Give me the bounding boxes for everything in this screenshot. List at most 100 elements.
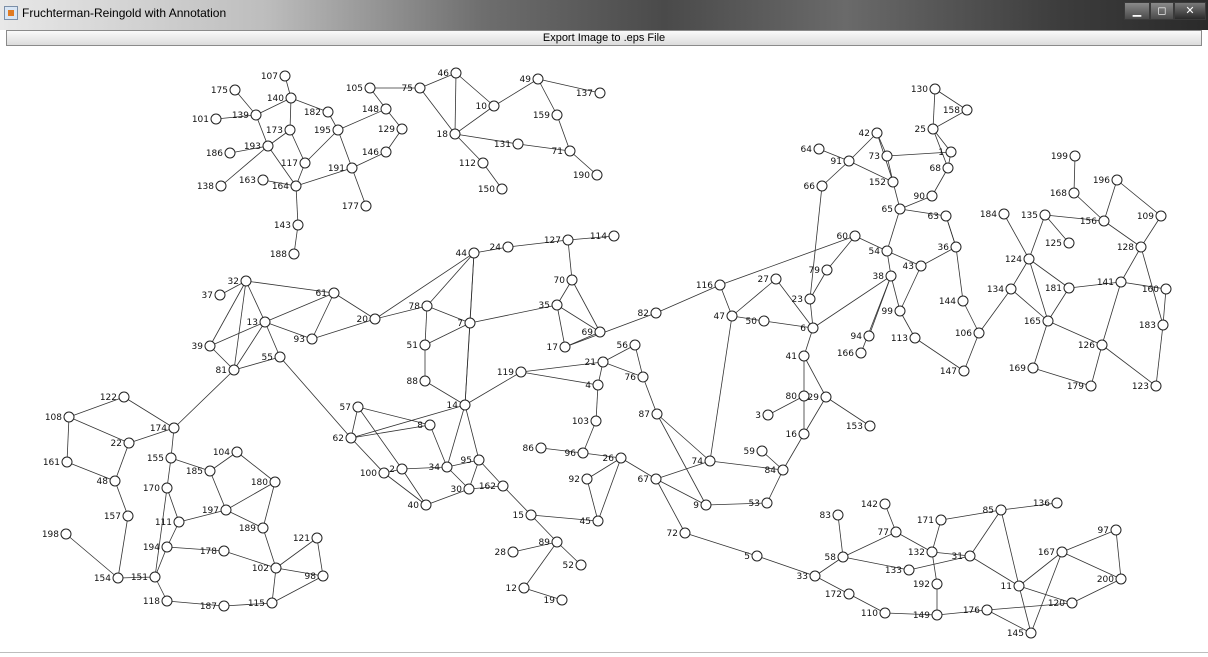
graph-node-174[interactable]: 174 bbox=[150, 422, 180, 434]
graph-node-199[interactable]: 199 bbox=[1051, 150, 1081, 162]
node-circle[interactable] bbox=[360, 200, 372, 212]
node-circle[interactable] bbox=[1096, 339, 1108, 351]
graph-node-140[interactable]: 140 bbox=[267, 92, 297, 104]
graph-node-133[interactable]: 133 bbox=[885, 564, 915, 576]
node-circle[interactable] bbox=[887, 176, 899, 188]
node-circle[interactable] bbox=[594, 326, 606, 338]
graph-node-163[interactable]: 163 bbox=[239, 174, 269, 186]
graph-node-19[interactable]: 19 bbox=[544, 594, 568, 606]
node-circle[interactable] bbox=[566, 274, 578, 286]
graph-node-108[interactable]: 108 bbox=[45, 411, 75, 423]
node-circle[interactable] bbox=[364, 82, 376, 94]
graph-node-31[interactable]: 31 bbox=[952, 550, 976, 562]
node-circle[interactable] bbox=[210, 113, 222, 125]
node-circle[interactable] bbox=[449, 128, 461, 140]
graph-node-165[interactable]: 165 bbox=[1024, 315, 1054, 327]
graph-node-75[interactable]: 75 bbox=[402, 82, 426, 94]
graph-node-78[interactable]: 78 bbox=[409, 300, 433, 312]
graph-node-68[interactable]: 68 bbox=[930, 162, 954, 174]
node-circle[interactable] bbox=[257, 522, 269, 534]
node-circle[interactable] bbox=[591, 169, 603, 181]
node-circle[interactable] bbox=[820, 391, 832, 403]
graph-node-71[interactable]: 71 bbox=[552, 145, 576, 157]
graph-node-121[interactable]: 121 bbox=[293, 532, 323, 544]
node-circle[interactable] bbox=[798, 390, 810, 402]
graph-node-89[interactable]: 89 bbox=[539, 536, 563, 548]
node-circle[interactable] bbox=[592, 379, 604, 391]
node-circle[interactable] bbox=[284, 124, 296, 136]
graph-node-36[interactable]: 36 bbox=[938, 241, 962, 253]
node-circle[interactable] bbox=[122, 510, 134, 522]
graph-node-138[interactable]: 138 bbox=[197, 180, 227, 192]
node-circle[interactable] bbox=[161, 482, 173, 494]
node-circle[interactable] bbox=[804, 293, 816, 305]
node-circle[interactable] bbox=[173, 516, 185, 528]
node-circle[interactable] bbox=[299, 157, 311, 169]
graph-node-146[interactable]: 146 bbox=[362, 146, 392, 158]
node-circle[interactable] bbox=[414, 82, 426, 94]
graph-node-161[interactable]: 161 bbox=[43, 456, 73, 468]
node-circle[interactable] bbox=[1098, 215, 1110, 227]
node-circle[interactable] bbox=[214, 289, 226, 301]
node-circle[interactable] bbox=[220, 504, 232, 516]
node-circle[interactable] bbox=[1056, 546, 1068, 558]
node-circle[interactable] bbox=[1051, 497, 1063, 509]
graph-node-16[interactable]: 16 bbox=[786, 428, 810, 440]
graph-node-192[interactable]: 192 bbox=[913, 578, 943, 590]
node-circle[interactable] bbox=[109, 475, 121, 487]
node-circle[interactable] bbox=[559, 341, 571, 353]
graph-node-65[interactable]: 65 bbox=[882, 203, 906, 215]
graph-node-157[interactable]: 157 bbox=[104, 510, 134, 522]
node-circle[interactable] bbox=[903, 564, 915, 576]
node-circle[interactable] bbox=[1005, 283, 1017, 295]
node-circle[interactable] bbox=[597, 356, 609, 368]
node-circle[interactable] bbox=[380, 146, 392, 158]
graph-node-178[interactable]: 178 bbox=[200, 545, 230, 557]
window-titlebar[interactable]: Fruchterman-Reingold with Annotation ▁ ◻… bbox=[0, 0, 1208, 30]
graph-node-4[interactable]: 4 bbox=[585, 379, 604, 391]
graph-node-144[interactable]: 144 bbox=[939, 295, 969, 307]
graph-node-48[interactable]: 48 bbox=[97, 475, 121, 487]
node-circle[interactable] bbox=[496, 183, 508, 195]
node-circle[interactable] bbox=[61, 456, 73, 468]
graph-node-43[interactable]: 43 bbox=[903, 260, 927, 272]
node-circle[interactable] bbox=[1013, 580, 1025, 592]
node-circle[interactable] bbox=[369, 313, 381, 325]
graph-node-1[interactable]: 1 bbox=[938, 146, 957, 158]
node-circle[interactable] bbox=[929, 83, 941, 95]
graph-node-119[interactable]: 119 bbox=[497, 366, 527, 378]
node-circle[interactable] bbox=[1039, 209, 1051, 221]
graph-node-182[interactable]: 182 bbox=[304, 106, 334, 118]
node-circle[interactable] bbox=[871, 127, 883, 139]
graph-node-91[interactable]: 91 bbox=[831, 155, 855, 167]
node-circle[interactable] bbox=[165, 452, 177, 464]
graph-node-191[interactable]: 191 bbox=[328, 162, 358, 174]
node-circle[interactable] bbox=[218, 545, 230, 557]
graph-node-183[interactable]: 183 bbox=[1139, 319, 1169, 331]
node-circle[interactable] bbox=[317, 570, 329, 582]
node-circle[interactable] bbox=[592, 515, 604, 527]
graph-node-124[interactable]: 124 bbox=[1005, 253, 1035, 265]
node-circle[interactable] bbox=[821, 264, 833, 276]
graph-node-115[interactable]: 115 bbox=[248, 597, 278, 609]
graph-node-150[interactable]: 150 bbox=[478, 183, 508, 195]
node-circle[interactable] bbox=[459, 399, 471, 411]
graph-node-60[interactable]: 60 bbox=[837, 230, 861, 242]
graph-node-142[interactable]: 142 bbox=[861, 498, 891, 510]
graph-node-25[interactable]: 25 bbox=[915, 123, 939, 135]
node-circle[interactable] bbox=[269, 476, 281, 488]
node-circle[interactable] bbox=[450, 67, 462, 79]
node-circle[interactable] bbox=[60, 528, 72, 540]
node-circle[interactable] bbox=[849, 230, 861, 242]
graph-node-104[interactable]: 104 bbox=[213, 446, 243, 458]
graph-node-40[interactable]: 40 bbox=[408, 499, 432, 511]
graph-node-85[interactable]: 85 bbox=[983, 504, 1007, 516]
node-circle[interactable] bbox=[161, 541, 173, 553]
graph-node-86[interactable]: 86 bbox=[523, 442, 547, 454]
graph-node-126[interactable]: 126 bbox=[1078, 339, 1108, 351]
node-circle[interactable] bbox=[1063, 237, 1075, 249]
node-circle[interactable] bbox=[118, 391, 130, 403]
node-circle[interactable] bbox=[168, 422, 180, 434]
node-circle[interactable] bbox=[345, 432, 357, 444]
graph-node-18[interactable]: 18 bbox=[437, 128, 461, 140]
